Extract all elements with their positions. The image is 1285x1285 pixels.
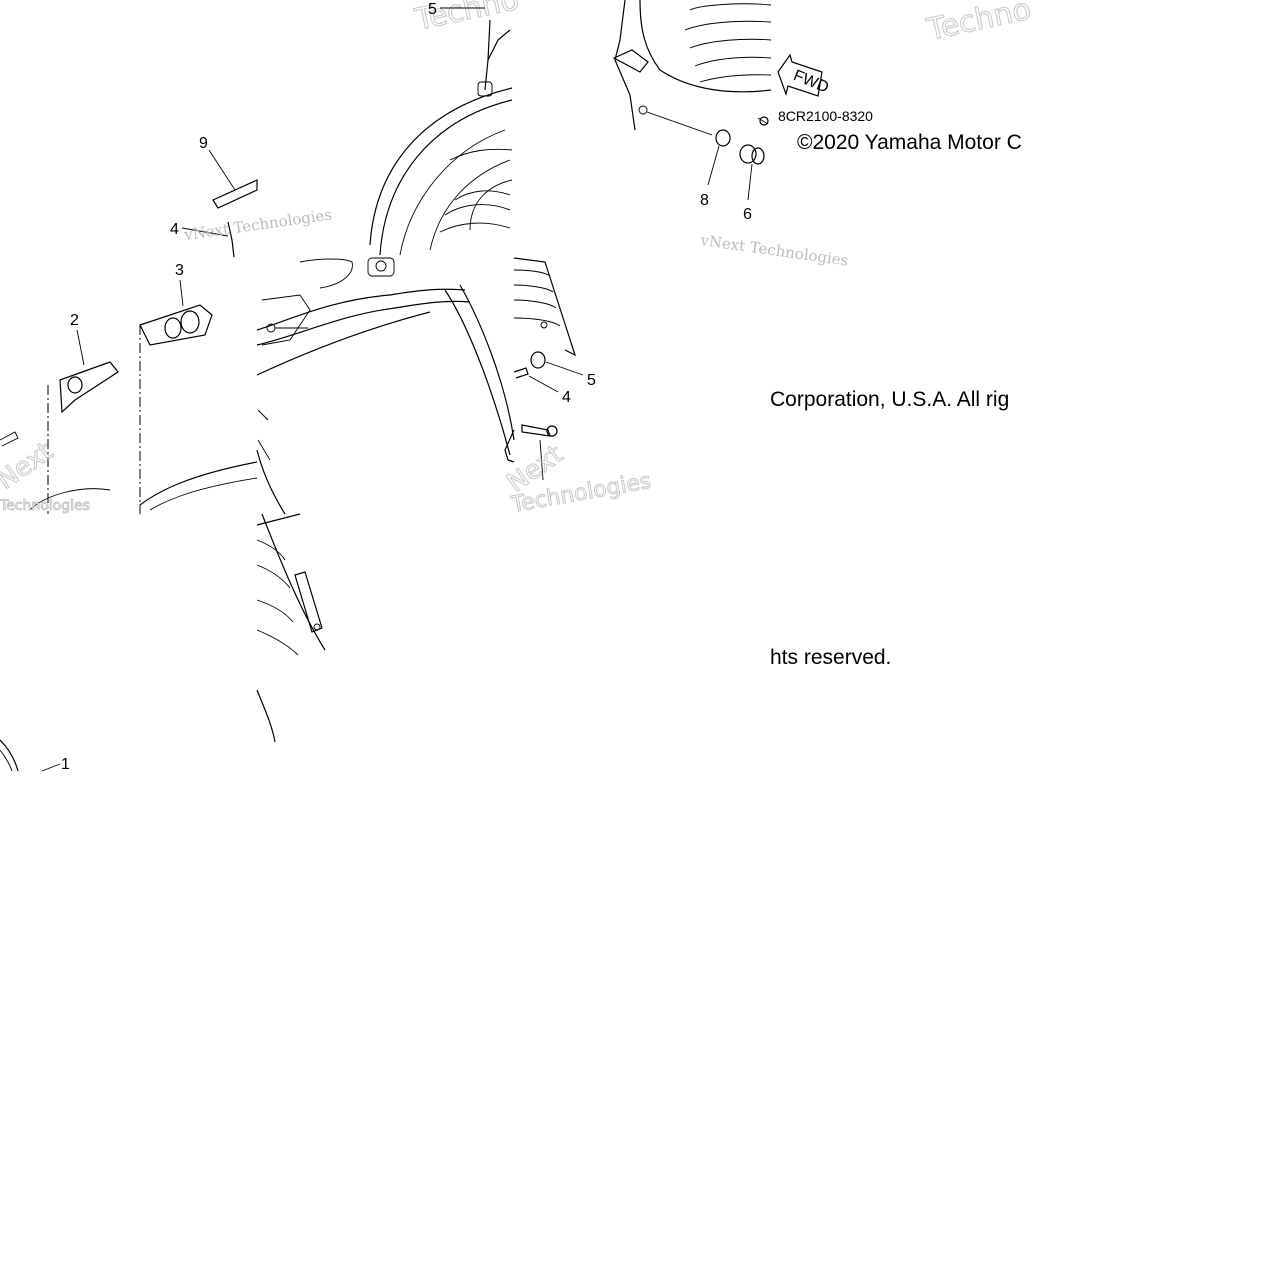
front-fender-upper-drawing bbox=[369, 19, 513, 256]
copyright-line-2: Corporation, U.S.A. All rig bbox=[770, 388, 1010, 411]
callout-6: 6 bbox=[743, 206, 752, 223]
watermark-vnext-2: vNext Technologies bbox=[698, 231, 849, 270]
callout-4-right: 4 bbox=[562, 389, 571, 406]
bolt-small-drawing bbox=[757, 116, 769, 126]
trim-strip-drawing bbox=[181, 149, 258, 258]
watermark-technologies-1: Technologies bbox=[0, 498, 90, 514]
callout-5-right: 5 bbox=[587, 372, 596, 389]
forward-arrow bbox=[777, 53, 823, 97]
callout-1: 1 bbox=[61, 756, 70, 773]
copyright-line-1: ©2020 Yamaha Motor C bbox=[797, 131, 1022, 154]
fender-mount-drawing bbox=[256, 257, 515, 515]
watermark-vnext-1: vNext Technologies bbox=[182, 205, 333, 244]
fwd-label: FWD bbox=[791, 67, 831, 96]
front-fender-side-drawing bbox=[612, 0, 772, 201]
part-number: 8CR2100-8320 bbox=[778, 108, 873, 124]
bracket-drawing bbox=[0, 279, 258, 514]
fender-lower-drawing bbox=[0, 739, 61, 772]
fender-tail-drawing bbox=[256, 513, 326, 743]
copyright-line-3: hts reserved. bbox=[770, 646, 892, 669]
callout-4-left: 4 bbox=[170, 221, 179, 238]
watermark-techno-2: Techno bbox=[923, 0, 1034, 48]
callout-3: 3 bbox=[175, 262, 184, 279]
callout-9: 9 bbox=[199, 135, 208, 152]
callout-8: 8 bbox=[700, 192, 709, 209]
watermark-next-1: Next bbox=[0, 436, 59, 495]
fender-rear-mount-drawing bbox=[504, 257, 584, 481]
callout-5-top: 5 bbox=[428, 1, 437, 18]
callout-2: 2 bbox=[70, 312, 79, 329]
